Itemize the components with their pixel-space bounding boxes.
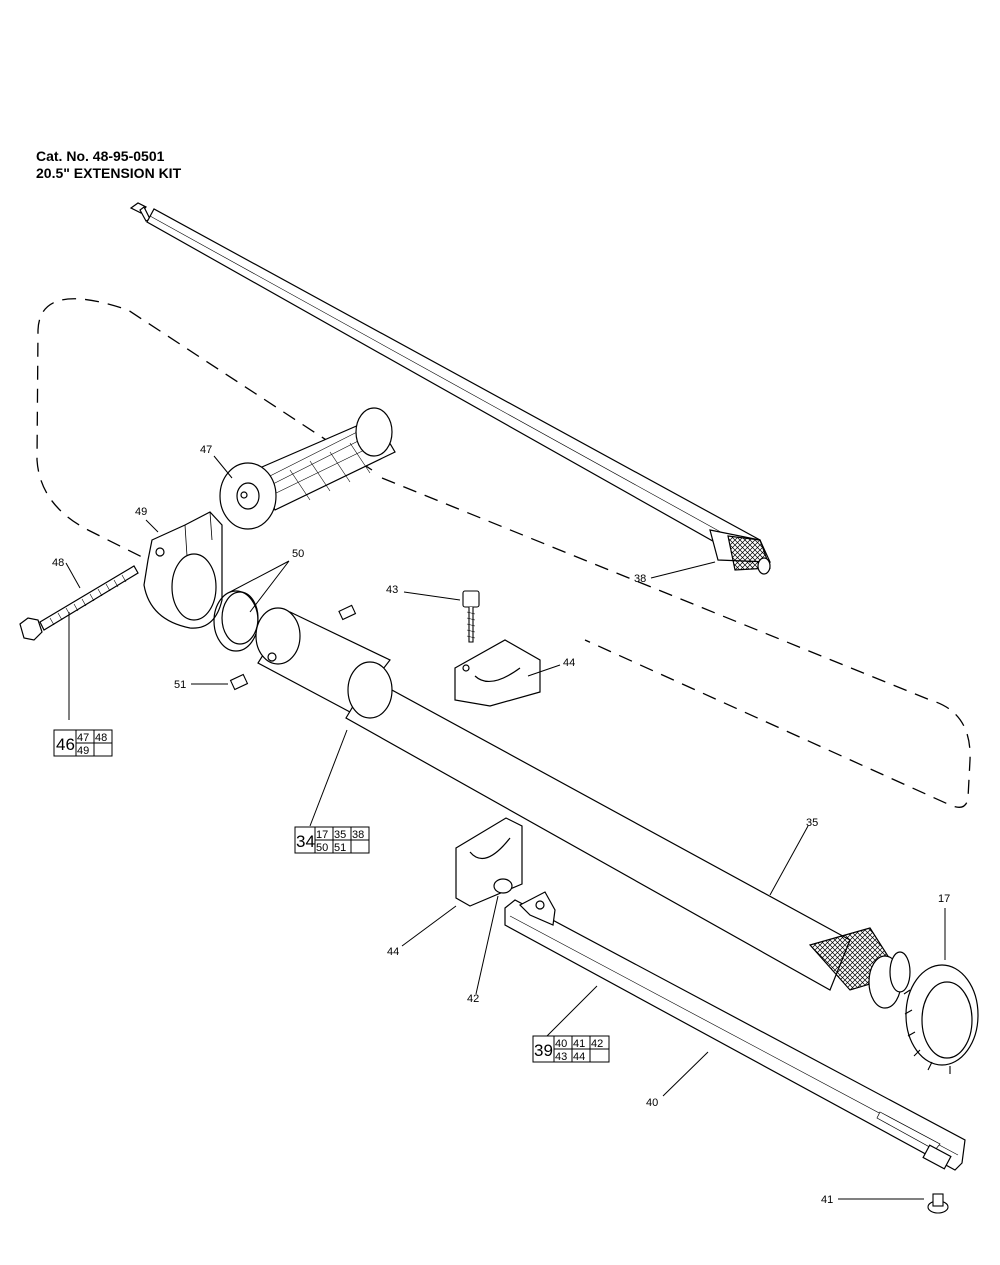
thumb-screw-part [927,1193,949,1214]
callout-50: 50 [292,548,304,560]
kit-39-cell: 42 [591,1038,603,1050]
kit-39-cell: 43 [555,1051,567,1063]
clamp-half-lower-part [455,817,523,907]
callout-49: 49 [135,506,147,518]
drive-shaft-part [129,202,771,575]
callout-51: 51 [174,679,186,691]
mounting-rail-part [504,891,966,1171]
callout-41: 41 [821,1194,833,1206]
kit-39-main: 39 [534,1041,553,1060]
callout-17: 17 [938,893,950,905]
callout-40: 40 [646,1097,658,1109]
set-screw-part [229,604,357,691]
kit-46-cell: 47 [77,732,89,744]
clamp-bolt-part [19,565,139,641]
kit-34-cell: 35 [334,829,346,841]
kit-34-cell: 38 [352,829,364,841]
kit-39-cell: 41 [573,1038,585,1050]
clamp-bracket-part [143,511,223,629]
split-rings-part [213,590,259,652]
callout-44-upper: 44 [563,657,575,669]
handle-grip-part [219,407,396,530]
knurled-nut-part [903,964,979,1074]
cap-screw-part [462,590,480,643]
callout-47: 47 [200,444,212,456]
assembly-dashed-line [36,298,971,808]
kit-46-cell: 48 [95,732,107,744]
kit-box-39 [532,1035,610,1063]
kit-39-cell: 40 [555,1038,567,1050]
kit-box-34 [294,826,370,854]
kit-39-cell: 44 [573,1051,585,1063]
leader-lines [65,455,946,1200]
kit-box-46 [53,729,113,757]
kit-34-cell: 17 [316,829,328,841]
callout-44-lower: 44 [387,946,399,958]
callout-38: 38 [634,573,646,585]
kit-34-cell: 50 [316,842,328,854]
kit-46-cell: 49 [77,745,89,757]
catalog-number: Cat. No. 48-95-0501 [36,148,165,164]
clamp-half-upper-part [454,639,541,707]
kit-34-main: 34 [296,832,315,851]
kit-46-main: 46 [56,735,75,754]
kit-title: 20.5" EXTENSION KIT [36,165,182,181]
callout-35: 35 [806,817,818,829]
callout-43: 43 [386,584,398,596]
callout-48: 48 [52,557,64,569]
kit-34-cell: 51 [334,842,346,854]
extension-tube-part [255,607,911,1009]
callout-42: 42 [467,993,479,1005]
